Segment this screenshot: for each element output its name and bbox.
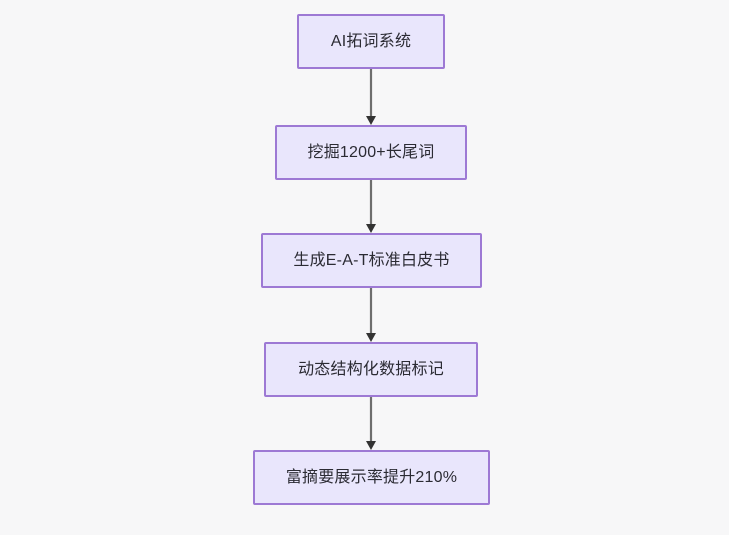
flow-node-n5[interactable]: 富摘要展示率提升210%: [253, 450, 490, 505]
flow-node-label: 挖掘1200+长尾词: [307, 143, 435, 161]
flow-arrow-n4-to-n5: [364, 397, 378, 450]
flow-node-label: 生成E-A-T标准白皮书: [293, 251, 450, 269]
flow-arrow-n1-to-n2: [364, 69, 378, 125]
flow-node-label: 富摘要展示率提升210%: [285, 468, 458, 486]
flow-node-label: AI拓词系统: [330, 32, 412, 50]
flow-node-label: 动态结构化数据标记: [298, 360, 444, 378]
flow-node-n1[interactable]: AI拓词系统: [297, 14, 445, 69]
flow-arrow-n3-to-n4: [364, 288, 378, 342]
flow-node-n4[interactable]: 动态结构化数据标记: [264, 342, 478, 397]
flow-arrow-n2-to-n3: [364, 180, 378, 233]
flow-node-n3[interactable]: 生成E-A-T标准白皮书: [261, 233, 482, 288]
flow-node-n2[interactable]: 挖掘1200+长尾词: [275, 125, 467, 180]
